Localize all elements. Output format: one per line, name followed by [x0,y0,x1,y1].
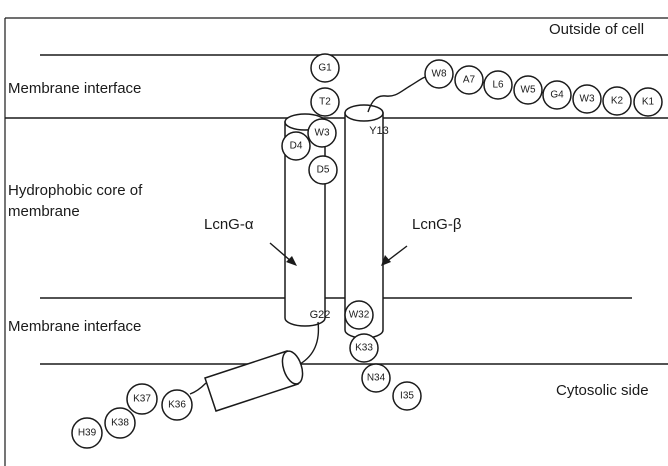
beta-start-residue-label: Y13 [369,125,389,137]
residue-label: N34 [367,373,386,384]
residue-label: D4 [290,141,303,152]
residue-label: K36 [168,400,186,411]
residue-label: W32 [349,310,370,321]
cytosolic-helix-to-k36-link [190,383,206,394]
residue-label: K38 [111,418,129,429]
region-label-membrane-interface-top: Membrane interface [8,80,141,97]
residue-alpha-c-term-h39: H39 [72,418,102,448]
residue-alpha-n-term-d4: D4 [282,132,310,160]
residue-label: L6 [492,80,504,91]
residue-beta-c-term-n34: N34 [362,364,390,392]
residue-beta-n-term-w3: W3 [573,85,601,113]
residue-alpha-c-term-k37: K37 [127,384,157,414]
residue-alpha-n-term-g1: G1 [311,54,339,82]
residue-alpha-n-term-w3: W3 [308,119,336,147]
residue-label: K33 [355,343,373,354]
residue-label: A7 [463,75,476,86]
region-label-hydrophobic-core-line2: membrane [8,203,80,220]
residue-beta-n-term-w5: W5 [514,76,542,104]
residue-label: K1 [642,97,655,108]
residue-beta-c-term-i35: I35 [393,382,421,410]
residue-label: K2 [611,96,624,107]
residue-label: W3 [315,128,330,139]
region-label-hydrophobic-core-line1: Hydrophobic core of [8,182,143,199]
region-label-membrane-interface-bottom: Membrane interface [8,318,141,335]
residue-alpha-n-term-t2: T2 [311,88,339,116]
residue-label: W8 [432,69,447,80]
lcng-beta-label: LcnG-β [412,216,462,233]
residue-alpha-n-term-d5: D5 [309,156,337,184]
residue-beta-n-term-k2: K2 [603,87,631,115]
alpha-end-residue-label: G22 [310,309,331,321]
lcng-beta-arrow [386,246,407,262]
region-label-cytosolic: Cytosolic side [556,382,649,399]
residue-label: H39 [78,428,97,439]
residue-label: I35 [400,391,414,402]
residue-beta-c-term-w32: W32 [345,301,373,329]
residue-alpha-c-term-k36: K36 [162,390,192,420]
lcng-alpha-c-terminal-helix [205,349,306,411]
residue-beta-n-term-l6: L6 [484,71,512,99]
residue-label: K37 [133,394,151,405]
alpha-to-cytosolic-helix-link [300,322,318,364]
residue-beta-n-term-k1: K1 [634,88,662,116]
residue-beta-n-term-w8: W8 [425,60,453,88]
residue-beta-n-term-g4: G4 [543,81,571,109]
residue-beta-n-term-a7: A7 [455,66,483,94]
lcng-alpha-label: LcnG-α [204,216,254,233]
residue-label: W3 [580,94,595,105]
residue-label: G1 [318,63,332,74]
residue-alpha-c-term-k38: K38 [105,408,135,438]
residue-beta-c-term-k33: K33 [350,334,378,362]
residue-label: D5 [317,165,330,176]
residue-label: G4 [550,90,564,101]
residue-label: T2 [319,97,331,108]
region-label-outside: Outside of cell [549,21,644,38]
residue-label: W5 [521,85,536,96]
